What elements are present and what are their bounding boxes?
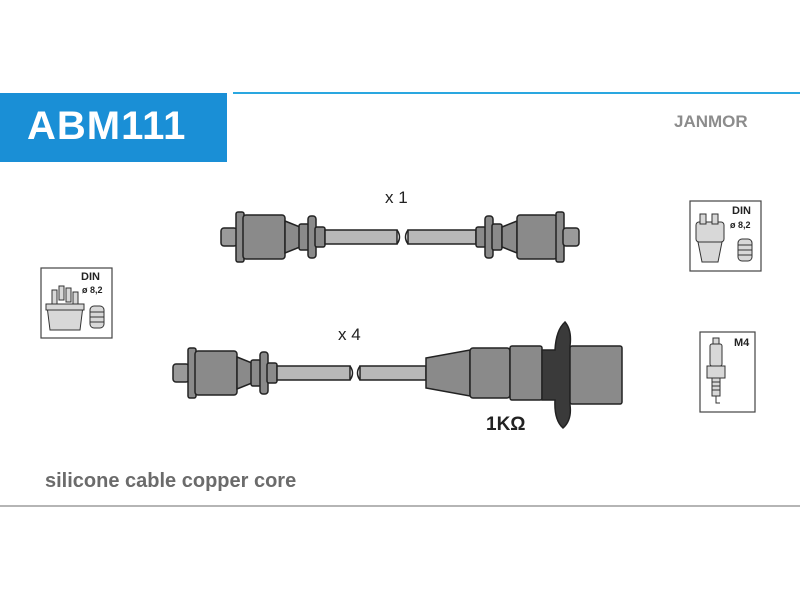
brand-name: JANMOR bbox=[674, 112, 748, 131]
distributor-diameter-label: ø 8,2 bbox=[82, 285, 103, 295]
part-number-badge bbox=[0, 93, 227, 162]
coil-diameter-label: ø 8,2 bbox=[730, 220, 751, 230]
resistance-label: 1KΩ bbox=[486, 414, 526, 435]
cable-single-quantity: x 1 bbox=[385, 188, 408, 207]
cable-plug-quantity: x 4 bbox=[338, 325, 361, 344]
distributor-standard-label: DIN bbox=[81, 271, 100, 283]
ignition-coil-icon bbox=[689, 200, 762, 272]
spark-plug-thread-label: M4 bbox=[734, 337, 750, 349]
spark-plug-icon bbox=[699, 331, 756, 413]
cable-description: silicone cable copper core bbox=[45, 470, 297, 492]
part-number: ABM111 bbox=[27, 104, 187, 148]
distributor-cap-icon bbox=[40, 267, 113, 339]
cable-plug-lead bbox=[172, 320, 623, 430]
coil-standard-label: DIN bbox=[732, 205, 751, 217]
cable-single bbox=[220, 211, 580, 263]
